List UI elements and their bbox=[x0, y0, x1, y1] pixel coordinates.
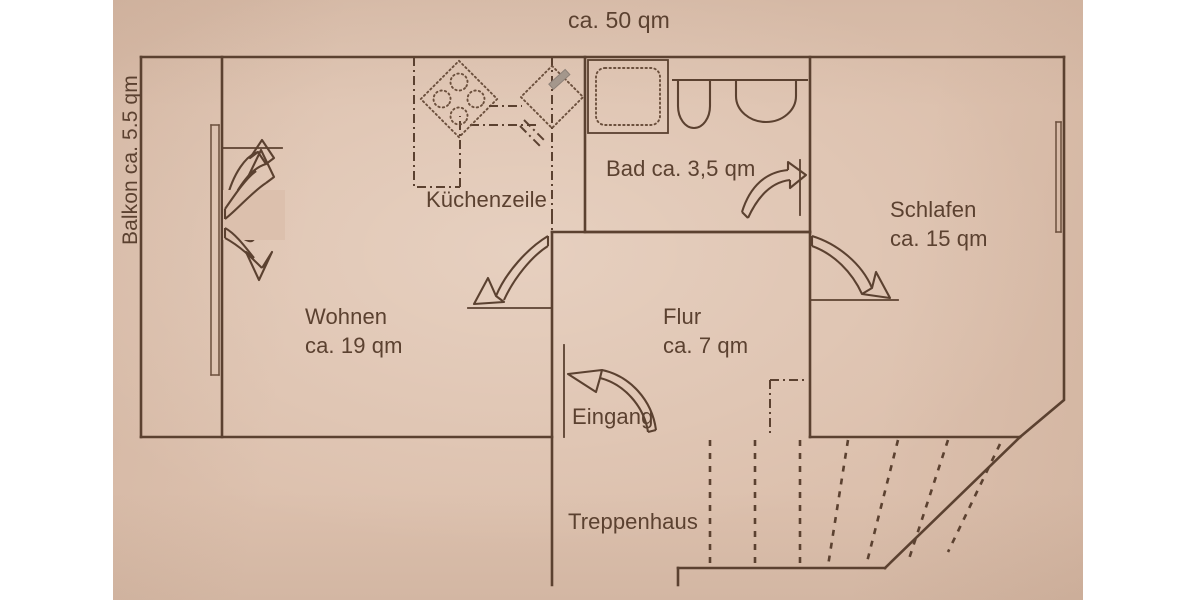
living-room-door bbox=[467, 235, 553, 309]
room-label-flur-name: Flur bbox=[663, 304, 702, 329]
room-label-balkon: Balkon ca. 5.5 qm bbox=[119, 75, 142, 245]
stairwell bbox=[676, 435, 1022, 587]
floor-plan-photo bbox=[113, 0, 1083, 600]
stove-icon bbox=[419, 59, 499, 139]
room-label-flur-area: ca. 7 qm bbox=[663, 333, 749, 358]
balcony-swing-clean bbox=[223, 148, 285, 282]
room-label-wohnen-area: ca. 19 qm bbox=[305, 333, 403, 358]
annotation-treppenhaus: Treppenhaus bbox=[568, 509, 698, 534]
page-title: ca. 50 qm bbox=[568, 7, 670, 33]
annotation-eingang: Eingang bbox=[572, 404, 654, 429]
room-label-wohnen-name: Wohnen bbox=[305, 304, 388, 329]
room-flur bbox=[550, 230, 812, 587]
room-label-bad: Bad ca. 3,5 qm bbox=[606, 156, 756, 181]
room-balkon bbox=[210, 55, 224, 439]
room-schlafen bbox=[809, 121, 1062, 301]
sink-icon bbox=[519, 64, 585, 130]
room-bad bbox=[583, 55, 812, 234]
outer-walls bbox=[139, 55, 1066, 439]
room-label-schlafen-area: ca. 15 qm bbox=[890, 226, 988, 251]
annotation-kuechenzeile: Küchenzeile bbox=[426, 187, 547, 212]
kitchen-counter-line bbox=[489, 105, 547, 147]
room-label-schlafen-name: Schlafen bbox=[890, 197, 977, 222]
